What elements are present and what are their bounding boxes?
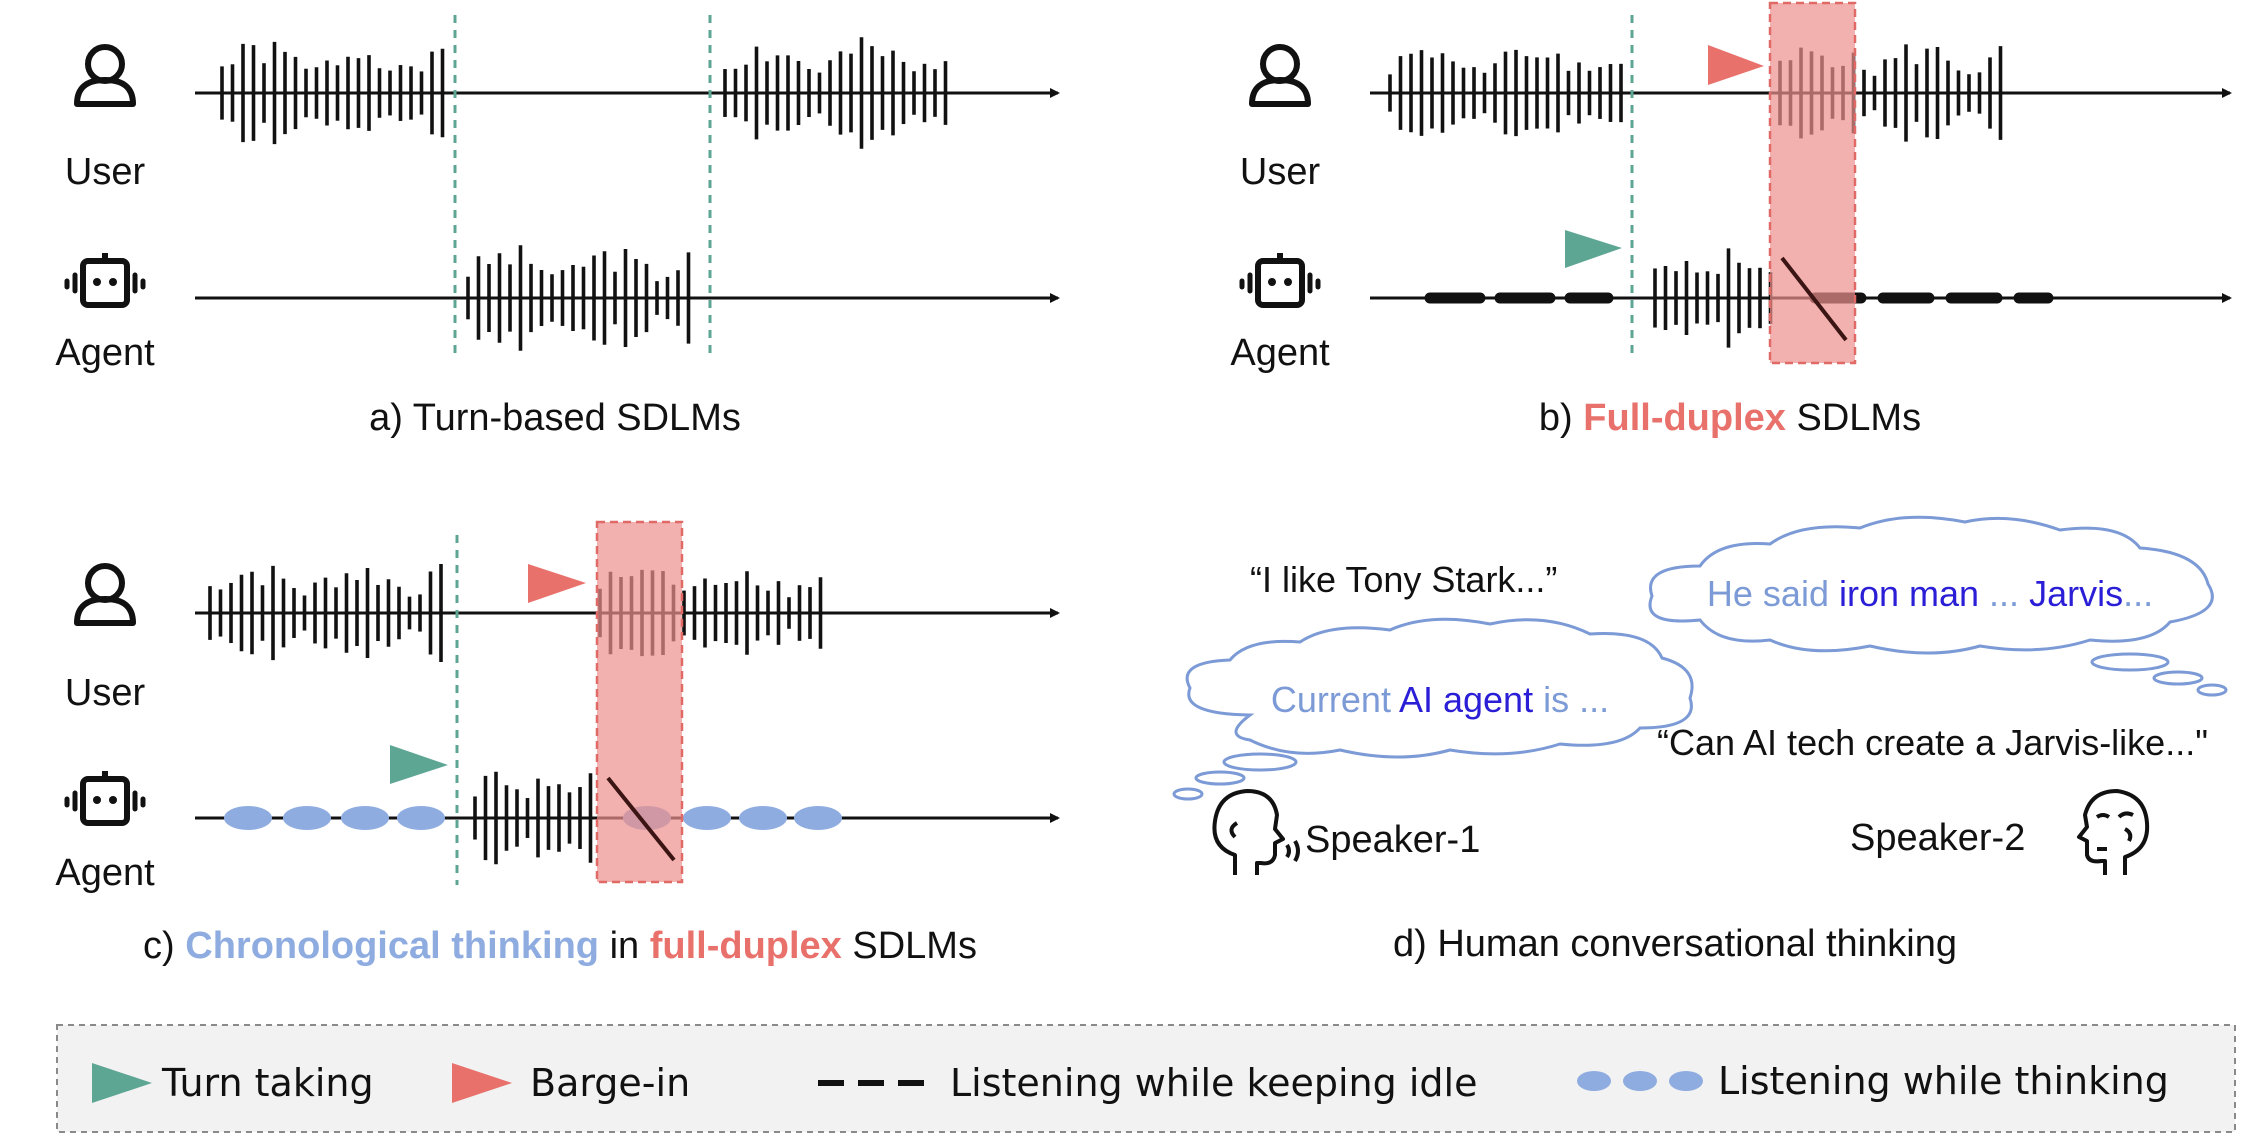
panel-d: “I like Tony Stark...” He said iron man … (1172, 515, 2228, 965)
user-label: User (65, 151, 146, 193)
speaker2-quote: “Can AI tech create a Jarvis-like..." (1657, 722, 2208, 763)
thinking-ellipse (1623, 1071, 1657, 1091)
agent-waveform (466, 245, 691, 351)
thought-bubble-dot (1194, 770, 1246, 786)
turn-taking-marker (92, 1063, 152, 1103)
thought-bubble-dot (2152, 670, 2204, 686)
interrupted-strike (606, 776, 676, 862)
barge-in-marker (528, 564, 586, 603)
interrupted-strike (1780, 256, 1848, 342)
barge-in-zone (595, 520, 684, 884)
thought-bubble-dot (2090, 652, 2170, 672)
thinking-head-icon (2077, 789, 2150, 877)
thinking-ellipse (397, 806, 445, 830)
user-waveform-1 (220, 41, 445, 145)
legend-thinking: Listening while thinking (1718, 1059, 2169, 1103)
speaker1-thought: Current AI agent is ... (1271, 679, 1609, 720)
speaker1-quote: “I like Tony Stark...” (1250, 559, 1557, 600)
panel-a: User Agent a) Turn-based SDLMs (55, 15, 1060, 439)
thinking-ellipse (283, 806, 331, 830)
speaker1-label: Speaker-1 (1305, 819, 1480, 861)
caption-b: b) Full-duplex SDLMs (1539, 397, 1921, 439)
legend: Turn taking Barge-in Listening while kee… (56, 1024, 2236, 1133)
thought-bubble-dot (1172, 787, 1204, 801)
user-label: User (1240, 151, 1321, 193)
user-waveform-1 (1388, 49, 1623, 137)
thinking-ellipse (794, 806, 842, 830)
robot-icon (67, 253, 143, 305)
legend-box (56, 1024, 2236, 1133)
panel-c: User Agent c) Chronological thinking in … (55, 520, 1060, 967)
user-icon (77, 566, 133, 623)
barge-in-marker (1708, 45, 1764, 85)
robot-icon (67, 771, 143, 823)
caption-c: c) Chronological thinking in full-duplex… (143, 925, 977, 967)
thought-bubble-dot (1222, 752, 1298, 772)
legend-turn-taking: Turn taking (161, 1061, 374, 1105)
legend-idle: Listening while keeping idle (950, 1061, 1477, 1105)
thinking-ellipse (341, 806, 389, 830)
turn-taking-marker (390, 745, 448, 784)
agent-label: Agent (55, 332, 155, 374)
barge-in-zone (1768, 1, 1857, 365)
user-icon (77, 47, 133, 104)
legend-barge-in: Barge-in (530, 1061, 690, 1105)
caption-a: a) Turn-based SDLMs (369, 397, 741, 439)
thinking-ellipse (1577, 1071, 1611, 1091)
speaker2-label: Speaker-2 (1850, 817, 2025, 859)
thinking-ellipse (683, 806, 731, 830)
panel-b: User Agent b) Full-duplex SDLMs (1230, 1, 2232, 439)
agent-label: Agent (1230, 332, 1330, 374)
turn-taking-marker (1565, 230, 1622, 268)
thought-cloud-speaker2 (1648, 515, 2214, 655)
user-waveform-2 (723, 37, 948, 149)
barge-in-marker (452, 1063, 512, 1103)
agent-label: Agent (55, 852, 155, 894)
thought-bubble-dot (2196, 683, 2228, 697)
user-label: User (65, 672, 146, 714)
user-waveform-1 (208, 564, 443, 662)
speaker2-thought: He said iron man ... Jarvis... (1707, 573, 2153, 614)
speaking-head-icon (1212, 789, 1300, 877)
robot-icon (1242, 253, 1318, 305)
thinking-ellipse (739, 806, 787, 830)
thinking-ellipse (1669, 1071, 1703, 1091)
thinking-ellipse (224, 806, 272, 830)
agent-waveform (473, 771, 593, 865)
thought-cloud-speaker1 (1185, 617, 1694, 759)
caption-d: d) Human conversational thinking (1393, 923, 1957, 965)
user-icon (1252, 47, 1308, 104)
